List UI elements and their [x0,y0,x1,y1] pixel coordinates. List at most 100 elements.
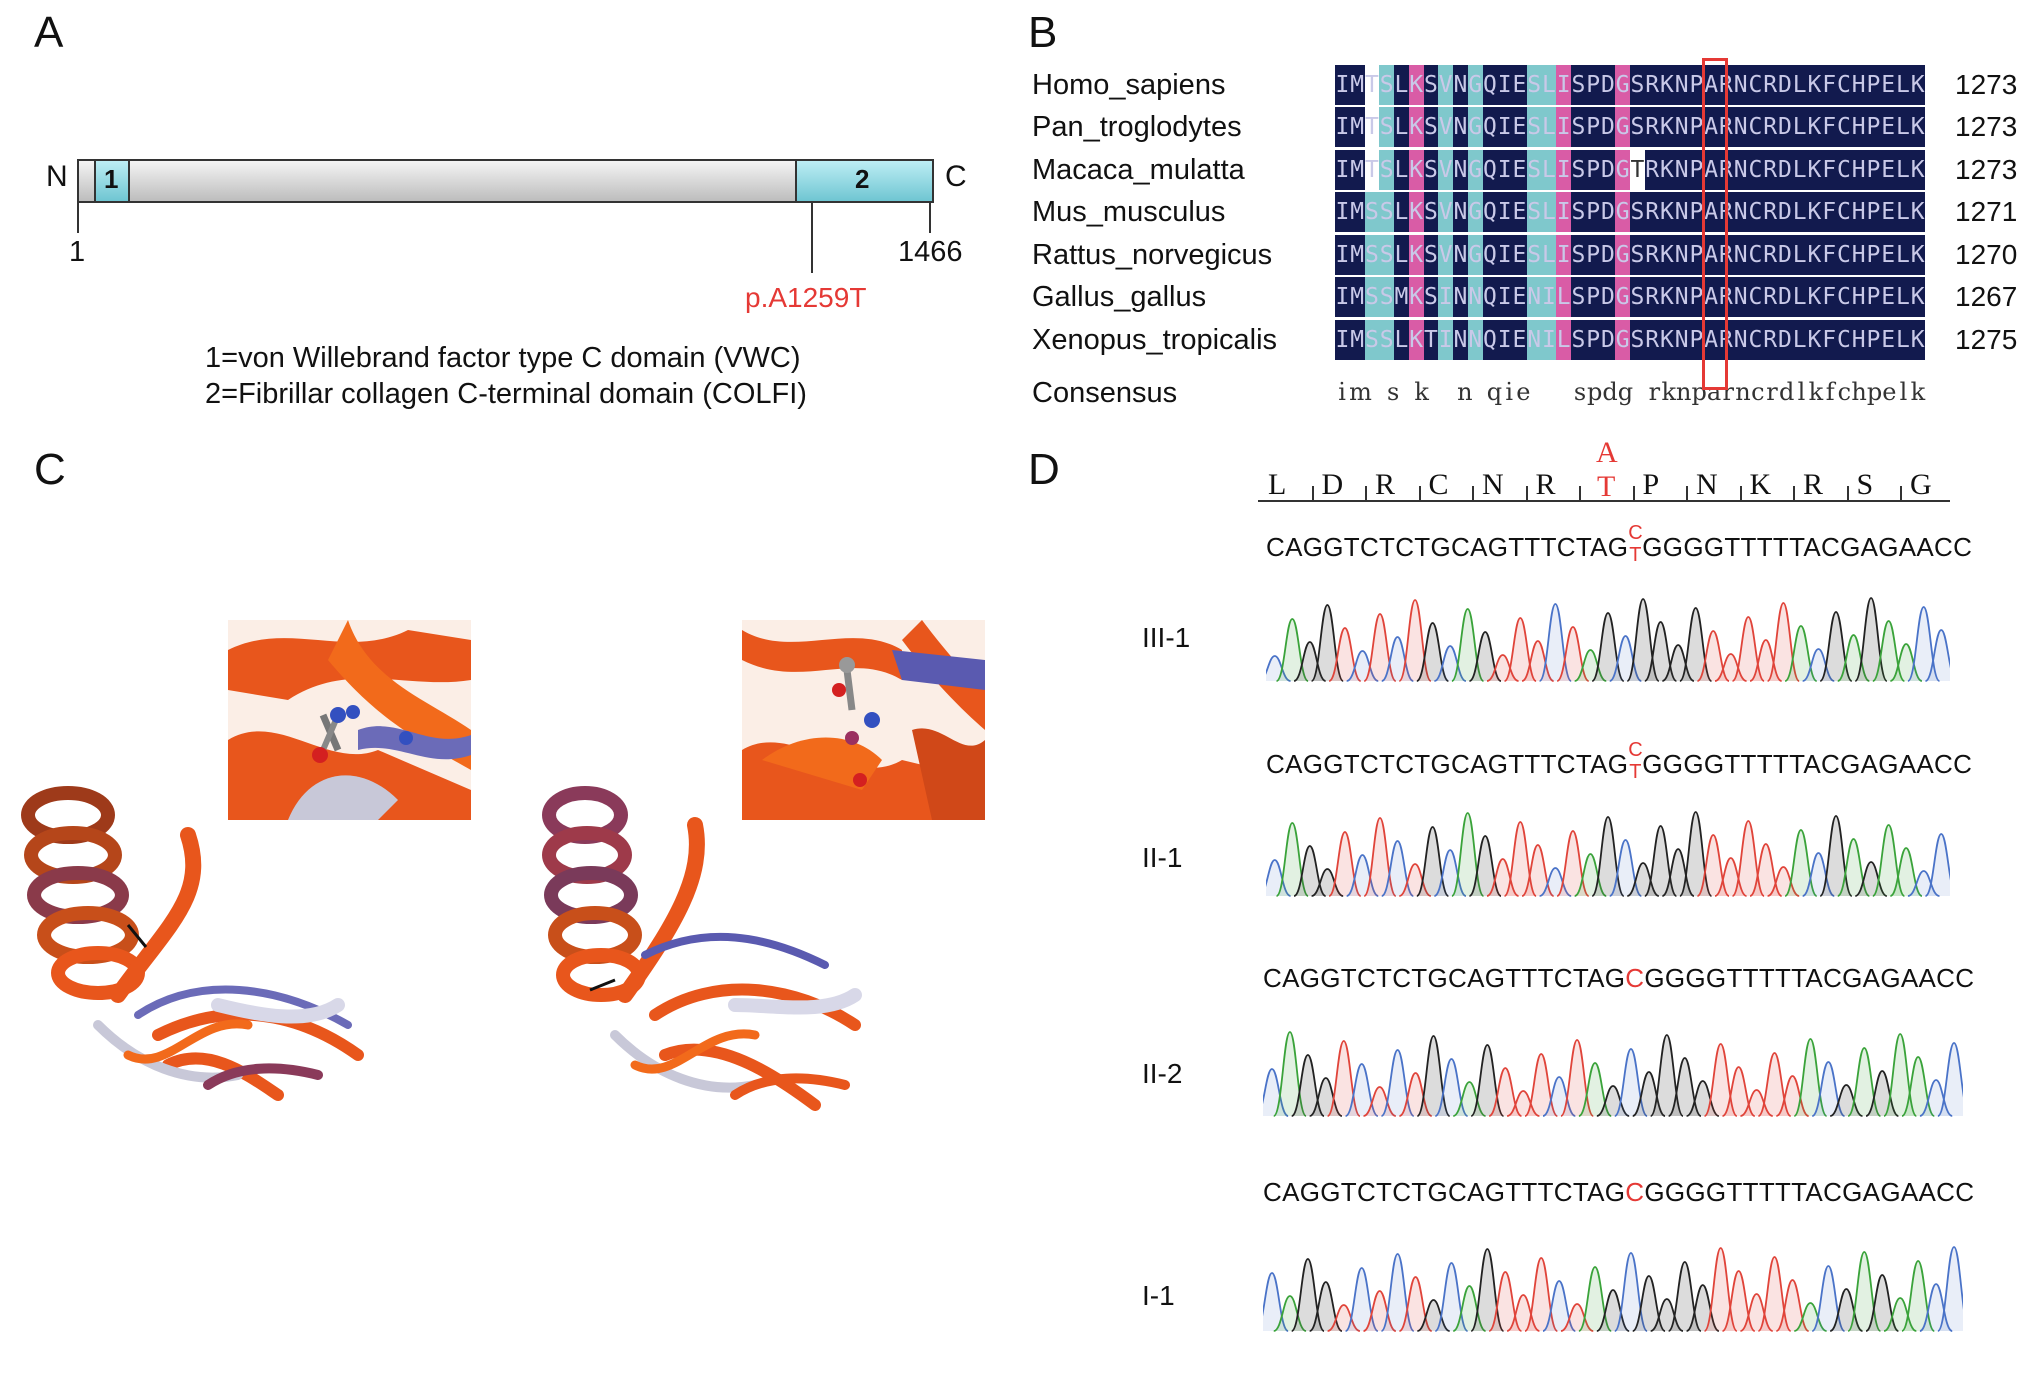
chromatogram-peak [1731,616,1765,682]
chromatogram-peak [1263,1068,1289,1117]
consensus-residue: k [1910,378,1926,406]
alignment-residue: N [1526,277,1542,317]
chromatogram-peak [1865,1070,1899,1117]
alignment-residue: C [1836,235,1852,275]
alignment-residue: K [1910,192,1925,232]
alignment-residue: S [1526,65,1542,105]
alignment-residue: N [1453,320,1468,360]
alignment-residue: N [1526,320,1542,360]
alignment-residue: I [1556,235,1571,275]
alignment-residue: M [1349,65,1365,105]
consensus-residue: g [1617,378,1634,406]
species-label: Macaca_mulatta [1032,154,1245,186]
alignment-residue: L [1792,65,1807,105]
chromatogram-peak [1740,1089,1774,1117]
alignment-residue: P [1866,192,1881,232]
alignment-residue: N [1453,277,1468,317]
alignment-residue: G [1467,192,1483,232]
consensus-label: Consensus [1032,377,1178,409]
chromatogram-peak [1363,817,1397,897]
alignment-residue: S [1571,65,1586,105]
amino-acid-wildtype: A [1596,436,1618,469]
alignment-residue: M [1349,150,1365,190]
alignment-residue: S [1526,150,1542,190]
chromatogram-peak [1266,859,1291,897]
alignment-residue: S [1630,277,1645,317]
codon-divider [1632,486,1635,500]
alignment-residue: I [1438,320,1453,360]
sample-label: II-2 [1142,1058,1183,1089]
chromatogram-peak [1416,1035,1451,1117]
alignment-residue: H [1851,320,1866,360]
chromatogram-peak [1829,1084,1863,1117]
alignment-residue: N [1733,235,1748,275]
alignment-residue: E [1880,150,1896,190]
alignment-residue: K [1910,235,1925,275]
alignment-residue: C [1748,320,1763,360]
consensus-residue [1559,378,1573,414]
chromatogram-peak [1539,867,1572,897]
chromatogram-peak [1793,1038,1828,1117]
codon-divider [1739,486,1742,500]
chromatogram-peak [1344,1267,1379,1332]
chromatogram-peak [1631,1275,1666,1332]
alignment-residue: N [1674,320,1689,360]
alignment-residue: N [1733,277,1748,317]
alignment-residue: E [1880,107,1896,147]
chromatogram-peak [1883,1297,1917,1332]
consensus-residue: n [1457,378,1473,406]
chromatogram-peak [1766,602,1801,682]
alignment-residue: K [1659,235,1675,275]
alignment-residue: I [1497,65,1512,105]
chromatogram-peak [1667,1057,1702,1117]
alignment-residue: K [1408,277,1424,317]
chromatogram-peak [1811,1265,1846,1332]
alignment-residue: N [1733,192,1748,232]
alignment-residue: E [1880,277,1896,317]
alignment-residue: F [1821,235,1837,275]
chromatogram-peak [1626,598,1660,682]
chromatogram-peak [1560,1303,1594,1332]
chromatogram-peak [1847,1251,1882,1332]
chromatogram-peak [1503,617,1537,682]
n-terminus-label: N [46,160,68,193]
alignment-residue: P [1689,277,1704,317]
consensus-residue: i [1338,378,1346,406]
alignment-residue: I [1497,277,1512,317]
alignment-residue: Q [1482,65,1498,105]
chromatogram-peak [1757,1052,1792,1117]
chromatogram-peak [1346,854,1379,897]
alignment-residue: K [1408,107,1424,147]
alignment-residue: S [1364,320,1380,360]
alignment-residue: K [1659,150,1675,190]
amino-acid-label: S [1856,468,1874,501]
alignment-residue: V [1438,107,1453,147]
chromatogram-peak [1749,639,1783,682]
chromatogram-peak [1661,644,1695,682]
chromatogram-peak [1521,640,1555,682]
alignment-residue: P [1866,277,1881,317]
amino-acid-label: K [1749,468,1772,501]
end-position: 1466 [898,236,963,268]
alignment-residue: L [1895,65,1911,105]
alignment-residue: L [1541,65,1557,105]
amino-acid-label: C [1428,468,1449,501]
alignment-residue: M [1394,277,1409,317]
sequence-read: CAGGTCTCTGCAGTTTCTAGCGGGGTTTTTACGAGAACC [1263,1177,1974,1208]
amino-acid-label: R [1803,468,1824,501]
het-base-reference: C [1628,739,1644,761]
alignment-residue: I [1497,320,1512,360]
het-base-variant: T [1629,544,1642,566]
alignment-residue: F [1821,192,1837,232]
alignment-residue: E [1880,235,1896,275]
consensus-residue [1443,378,1457,414]
start-tick [77,201,79,233]
chromatogram-peak [1273,1295,1307,1332]
alignment-residue: Q [1482,107,1498,147]
sample-label: I-1 [1142,1280,1175,1311]
alignment-residue: I [1335,192,1350,232]
alignment-residue: L [1895,107,1911,147]
